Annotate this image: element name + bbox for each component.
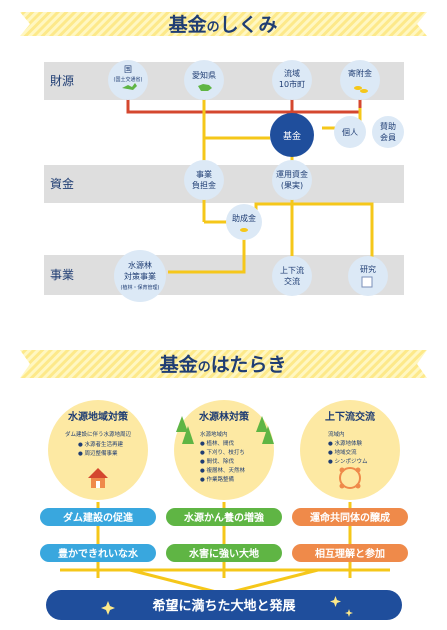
node-suigen: 水源林 対策事業 (植林・保育管理) bbox=[114, 250, 166, 302]
svg-text:水源かん養の増強: 水源かん養の増強 bbox=[183, 511, 264, 524]
section2-title-ribbon: 基金のはたらき bbox=[20, 350, 427, 378]
svg-text:● 作業路整備: ● 作業路整備 bbox=[200, 475, 235, 483]
pill-dam-promotion: ダム建設の促進 bbox=[40, 508, 156, 526]
section1-title: 基金のしくみ bbox=[168, 13, 278, 36]
tree-icon bbox=[176, 416, 274, 444]
svg-text:相互理解と参加: 相互理解と参加 bbox=[315, 547, 385, 560]
svg-text:負担金: 負担金 bbox=[192, 180, 216, 190]
node-kifukin: 寄附金 bbox=[340, 60, 380, 100]
svg-text:(国土交通省): (国土交通省) bbox=[114, 76, 143, 83]
node-aichi: 愛知県 bbox=[184, 60, 224, 100]
svg-text:上下流: 上下流 bbox=[280, 265, 304, 275]
band-jigyo bbox=[44, 255, 404, 295]
svg-text:● 地域交流: ● 地域交流 bbox=[328, 448, 357, 456]
pill-clean-water: 豊かできれいな水 bbox=[40, 544, 156, 562]
svg-text:水害に強い大地: 水害に強い大地 bbox=[188, 547, 259, 560]
svg-text:● 植林、間伐: ● 植林、間伐 bbox=[200, 439, 235, 447]
node-sanjo: 賛助 会員 bbox=[372, 116, 404, 148]
svg-text:● シンポジウム: ● シンポジウム bbox=[328, 457, 368, 465]
node-kojin: 個人 bbox=[334, 116, 366, 148]
svg-text:希望に満ちた大地と発展: 希望に満ちた大地と発展 bbox=[152, 598, 296, 614]
band-label-jigyo: 事業 bbox=[50, 268, 74, 282]
node-jigyo-futankin: 事業 負担金 bbox=[184, 160, 224, 200]
document-icon bbox=[361, 276, 373, 288]
svg-text:● 間伐、除伐: ● 間伐、除伐 bbox=[200, 457, 235, 465]
svg-text:助成金: 助成金 bbox=[232, 213, 256, 223]
svg-text:● 水源者生活再建: ● 水源者生活再建 bbox=[78, 440, 124, 448]
pill-mutual-understanding: 相互理解と参加 bbox=[292, 544, 408, 562]
svg-text:水源林: 水源林 bbox=[128, 260, 152, 270]
circle-suigenrin: 水源林対策 水源地域内 ● 植林、間伐 ● 下刈り、枝打ち ● 間伐、除伐 ● … bbox=[174, 400, 274, 500]
coins-icon bbox=[240, 228, 248, 232]
svg-text:事業: 事業 bbox=[196, 169, 212, 179]
node-joseikin: 助成金 bbox=[226, 204, 262, 240]
svg-text:流域: 流域 bbox=[284, 68, 300, 78]
svg-text:● 水源地体験: ● 水源地体験 bbox=[328, 439, 363, 447]
svg-text:豊かできれいな水: 豊かできれいな水 bbox=[58, 547, 139, 560]
svg-text:(果実): (果実) bbox=[281, 180, 303, 190]
svg-text:国: 国 bbox=[124, 65, 132, 74]
svg-text:ダム建設の促進: ダム建設の促進 bbox=[63, 511, 134, 524]
svg-text:上下流交流: 上下流交流 bbox=[325, 410, 375, 423]
people-circle-icon bbox=[339, 467, 361, 489]
sparkle-icon bbox=[101, 596, 353, 617]
node-jogeryu: 上下流 交流 bbox=[272, 256, 312, 296]
svg-text:水源地域対策: 水源地域対策 bbox=[67, 410, 129, 423]
svg-text:水源林対策: 水源林対策 bbox=[198, 410, 250, 423]
svg-text:● 周辺整備事業: ● 周辺整備事業 bbox=[78, 449, 118, 457]
band-label-shikin: 資金 bbox=[50, 176, 74, 191]
svg-text:個人: 個人 bbox=[342, 127, 358, 137]
circle-suigen-chiiki: 水源地域対策 ダム建設に伴う水源地周辺 ● 水源者生活再建 ● 周辺整備事業 bbox=[48, 400, 148, 500]
svg-text:水源地域内: 水源地域内 bbox=[200, 430, 228, 438]
svg-text:会員: 会員 bbox=[380, 132, 396, 142]
circle-jogeryu-koryu: 上下流交流 流域内 ● 水源地体験 ● 地域交流 ● シンポジウム bbox=[300, 400, 400, 500]
svg-text:ダム建設に伴う水源地周辺: ダム建設に伴う水源地周辺 bbox=[65, 430, 132, 438]
node-unyo-shikin: 運用資金 (果実) bbox=[272, 160, 312, 200]
node-kenkyu: 研究 bbox=[348, 256, 388, 296]
section2-title: 基金のはたらき bbox=[159, 353, 287, 376]
svg-text:運用資金: 運用資金 bbox=[276, 169, 308, 179]
svg-text:交流: 交流 bbox=[284, 276, 300, 286]
coins-icon bbox=[354, 86, 368, 93]
pill-flood-resistant: 水害に強い大地 bbox=[166, 544, 282, 562]
pill-water-recharge: 水源かん養の増強 bbox=[166, 508, 282, 526]
node-kuni: 国 (国土交通省) bbox=[108, 60, 148, 100]
pill-community: 運命共同体の醸成 bbox=[292, 508, 408, 526]
band-shikin bbox=[44, 165, 404, 203]
svg-text:研究: 研究 bbox=[360, 264, 376, 274]
svg-text:対策事業: 対策事業 bbox=[124, 271, 156, 281]
svg-text:● 下刈り、枝打ち: ● 下刈り、枝打ち bbox=[200, 448, 245, 456]
svg-text:愛知県: 愛知県 bbox=[192, 70, 216, 80]
house-icon bbox=[88, 468, 108, 488]
svg-text:運命共同体の醸成: 運命共同体の醸成 bbox=[310, 511, 390, 524]
japan-map-icon bbox=[122, 83, 137, 90]
svg-text:10市町: 10市町 bbox=[279, 79, 305, 89]
svg-text:● 複層林、天然林: ● 複層林、天然林 bbox=[200, 466, 246, 474]
svg-text:(植林・保育管理): (植林・保育管理) bbox=[121, 284, 160, 291]
svg-text:流域内: 流域内 bbox=[328, 430, 345, 438]
band-label-zaigen: 財源 bbox=[50, 73, 74, 88]
section1-title-ribbon: 基金のしくみ bbox=[20, 12, 427, 36]
svg-text:賛助: 賛助 bbox=[380, 121, 396, 131]
svg-text:基金: 基金 bbox=[283, 130, 301, 142]
node-kikin: 基金 bbox=[270, 113, 314, 157]
node-ryuiki: 流域 10市町 bbox=[272, 60, 312, 100]
aichi-map-icon bbox=[198, 84, 212, 91]
final-banner: 希望に満ちた大地と発展 bbox=[46, 590, 402, 620]
svg-text:寄附金: 寄附金 bbox=[348, 68, 372, 78]
